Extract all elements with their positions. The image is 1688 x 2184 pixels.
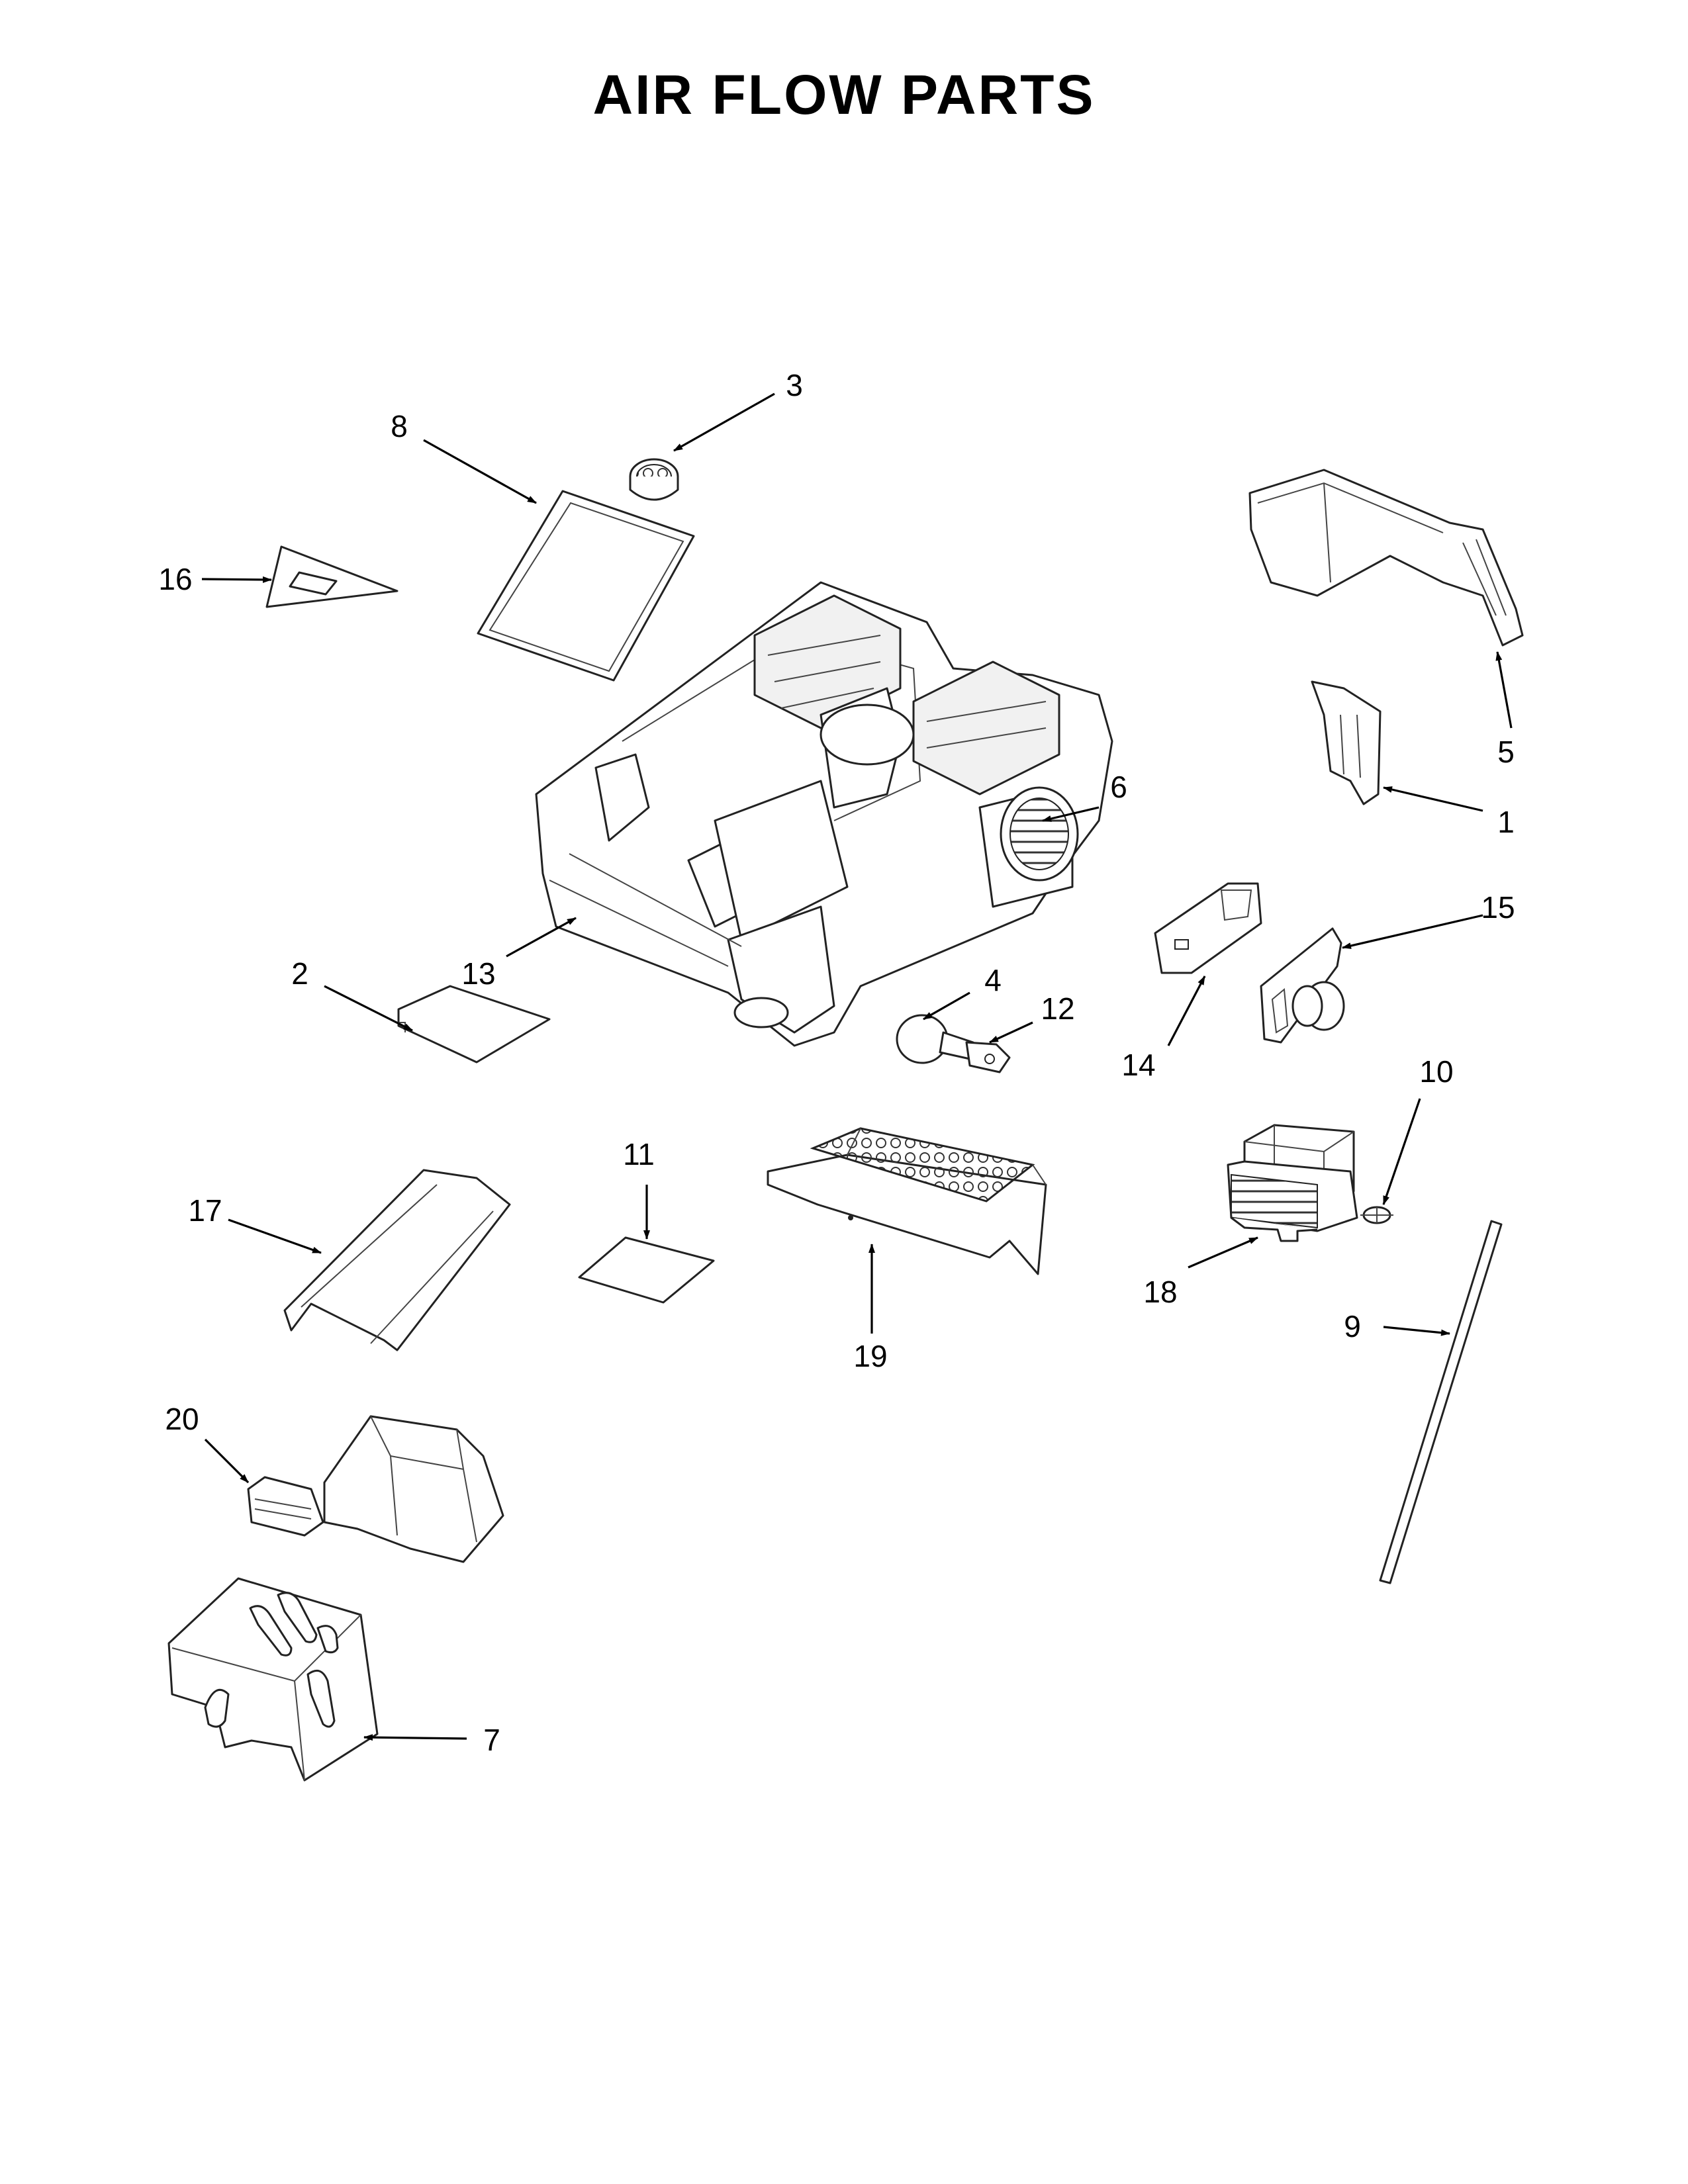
leader-15 bbox=[1342, 914, 1483, 949]
leader-7 bbox=[363, 1734, 467, 1741]
callout-10: 10 bbox=[1419, 1054, 1453, 1089]
leader-3 bbox=[673, 392, 775, 452]
leader-12 bbox=[989, 1021, 1033, 1044]
callout-11: 11 bbox=[623, 1137, 655, 1171]
callout-2: 2 bbox=[291, 956, 308, 991]
callout-13: 13 bbox=[461, 956, 495, 991]
leader-10 bbox=[1382, 1098, 1421, 1205]
part-13-base-housing bbox=[535, 581, 1113, 1047]
part-5-exhaust-duct bbox=[1248, 469, 1524, 647]
callout-7: 7 bbox=[483, 1723, 500, 1757]
part-9-seal-strip bbox=[1379, 1220, 1503, 1584]
leader-17 bbox=[228, 1218, 322, 1254]
callout-6: 6 bbox=[1110, 770, 1127, 804]
leader-2 bbox=[324, 985, 413, 1032]
part-2-cover-plate bbox=[397, 985, 551, 1064]
part-18-transformer bbox=[1227, 1124, 1358, 1242]
callout-labels: 3 8 16 5 1 6 13 15 2 4 12 14 10 11 17 19… bbox=[158, 368, 1515, 1757]
part-3-round-damper bbox=[629, 458, 679, 501]
leader-4 bbox=[923, 991, 970, 1021]
callout-17: 17 bbox=[188, 1193, 222, 1228]
callout-15: 15 bbox=[1481, 890, 1515, 925]
callout-4: 4 bbox=[984, 963, 1002, 997]
part-4-lamp-bulb bbox=[896, 1014, 974, 1064]
leader-6 bbox=[1042, 806, 1100, 822]
part-11-insulation-sheet bbox=[578, 1236, 715, 1304]
leader-9 bbox=[1383, 1326, 1450, 1336]
part-17-duct-cover bbox=[283, 1169, 511, 1351]
part-14-control-board bbox=[1154, 882, 1262, 974]
leader-13 bbox=[506, 917, 577, 958]
part-8-filter-frame bbox=[477, 490, 695, 682]
callout-12: 12 bbox=[1041, 991, 1074, 1026]
part-1-bracket bbox=[1311, 680, 1382, 805]
leader-16 bbox=[201, 576, 272, 583]
part-16-label-plate bbox=[265, 545, 399, 608]
leader-18 bbox=[1188, 1236, 1258, 1269]
callout-20: 20 bbox=[165, 1402, 199, 1436]
callout-5: 5 bbox=[1497, 735, 1515, 769]
callout-18: 18 bbox=[1143, 1275, 1177, 1309]
callout-14: 14 bbox=[1121, 1048, 1155, 1082]
leader-1 bbox=[1383, 786, 1483, 812]
callout-3: 3 bbox=[786, 368, 803, 402]
page-title: AIR FLOW PARTS bbox=[592, 64, 1096, 126]
callout-8: 8 bbox=[391, 409, 408, 443]
part-7-shield-bracket bbox=[167, 1577, 379, 1782]
leader-14 bbox=[1167, 976, 1206, 1046]
callout-16: 16 bbox=[158, 562, 192, 596]
callout-9: 9 bbox=[1344, 1309, 1361, 1343]
callout-19: 19 bbox=[853, 1339, 887, 1373]
part-15-plate-assembly bbox=[1260, 927, 1345, 1044]
callout-1: 1 bbox=[1497, 805, 1515, 839]
part-12-lamp-socket bbox=[965, 1041, 1011, 1073]
part-10-thermal-cutoff bbox=[1360, 1206, 1393, 1224]
leader-lines bbox=[201, 392, 1513, 1741]
part-20-damper-housing bbox=[247, 1415, 504, 1563]
leader-8 bbox=[423, 439, 537, 504]
leader-5 bbox=[1495, 651, 1513, 729]
part-19-grille-tray bbox=[767, 1127, 1047, 1275]
leader-20 bbox=[204, 1438, 250, 1484]
